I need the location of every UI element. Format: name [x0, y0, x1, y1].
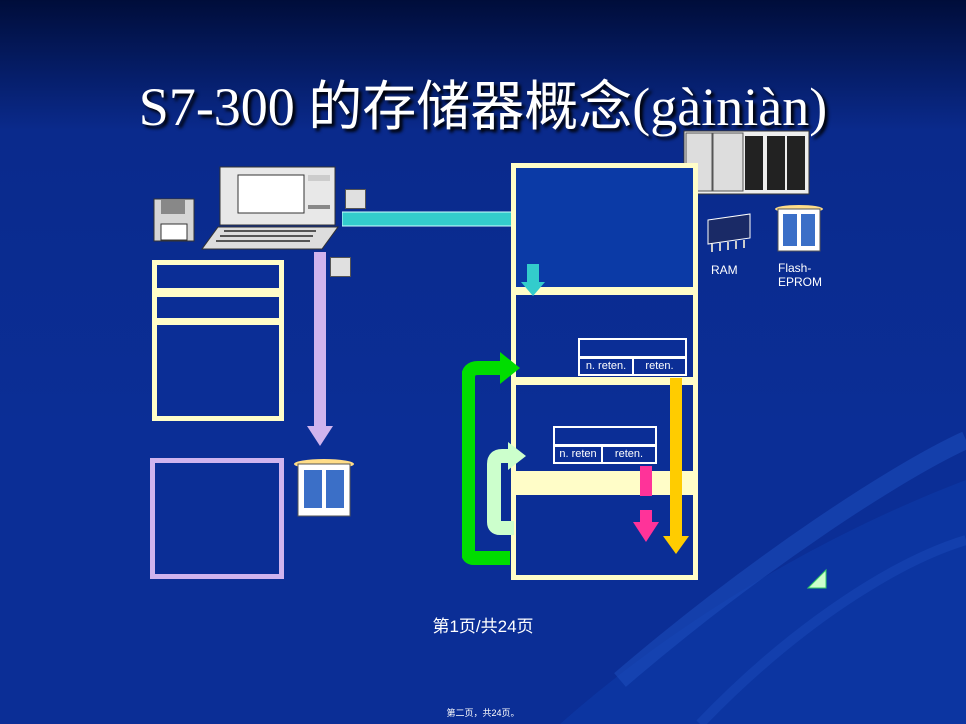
- download-icon: [345, 189, 366, 209]
- system-memory-nonretentive: n. reten: [553, 445, 603, 464]
- pg-box-3: [152, 320, 284, 421]
- page-footer: 第1页/共24页: [432, 617, 534, 636]
- page-footnote: 第二页，共24页。: [446, 708, 520, 718]
- plc-rack-icon: [683, 130, 810, 195]
- divider-1: [511, 287, 698, 295]
- work-memory-nonretentive: n. reten.: [578, 357, 634, 376]
- programming-device-icon: [201, 166, 339, 250]
- mint-return-arrow: [487, 442, 526, 535]
- memory-card-box: [150, 458, 284, 579]
- pink-arrow-down: [633, 466, 659, 542]
- pg-box-2: [152, 292, 284, 323]
- work-memory-retentive: reten.: [632, 357, 687, 376]
- slide-title: S7-300 的存储器概念(gàiniàn): [138, 77, 828, 137]
- upload-icon: [330, 257, 351, 277]
- flash-eprom-icon: [775, 205, 823, 252]
- divider-2: [511, 377, 698, 385]
- load-memory-band: [511, 471, 698, 495]
- cyan-arrow-right: [342, 205, 537, 234]
- lilac-arrow-down: [307, 252, 333, 446]
- system-memory-retentive: reten.: [601, 445, 657, 464]
- load-memory-area: [516, 168, 693, 287]
- orange-arrow-down: [663, 378, 689, 554]
- nav-triangle-icon[interactable]: [806, 568, 828, 590]
- pg-box-1: [152, 260, 284, 293]
- memory-card-icon: [294, 459, 354, 517]
- cyan-arrow-down: [521, 264, 545, 296]
- ram-chip-icon: [707, 213, 751, 252]
- flash-eprom-label: Flash- EPROM: [778, 261, 823, 289]
- ram-label: RAM: [711, 263, 738, 277]
- work-memory-header: [578, 338, 687, 358]
- green-return-arrow: [462, 352, 520, 565]
- floppy-disk-icon: [153, 198, 195, 242]
- system-memory-header: [553, 426, 657, 446]
